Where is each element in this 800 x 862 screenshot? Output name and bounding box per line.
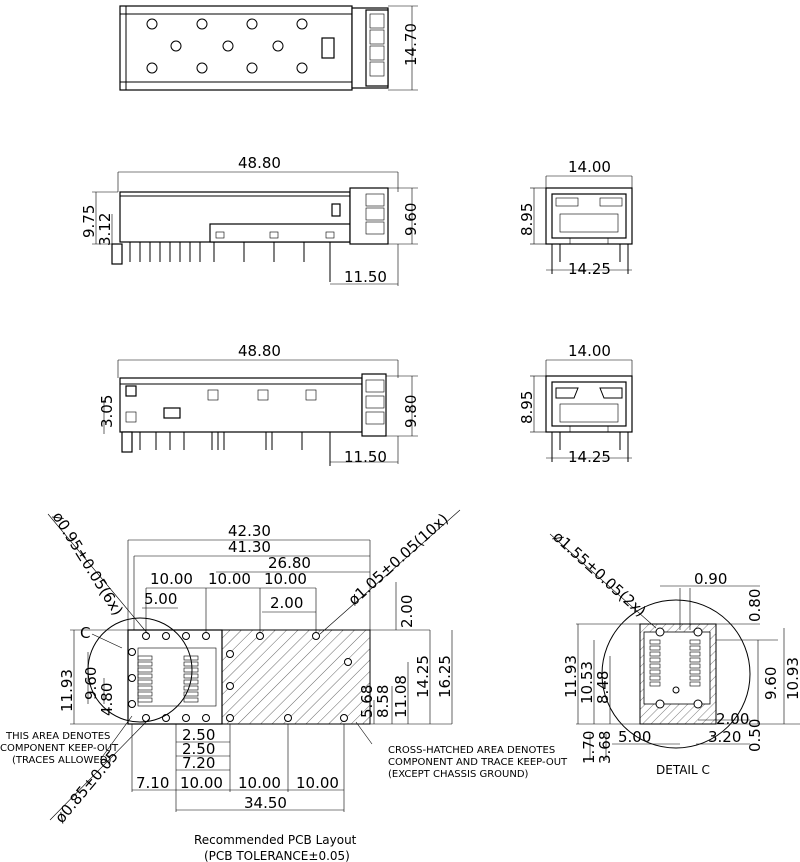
pcb-dim-right-2: 11.08 [392, 675, 410, 718]
pcb-dim-right-3: 14.25 [414, 655, 432, 698]
pcb-dim-5: 5.00 [144, 590, 177, 608]
side2-length-dim: 48.80 [238, 342, 281, 360]
side-view-1: 48.80 9.75 3.12 9.60 [80, 154, 420, 286]
detail-c: ø1.55±0.05(2x) 0.90 0.80 11.93 10.53 8.4… [549, 528, 800, 777]
detail-dim-080: 0.80 [746, 589, 764, 622]
detail-dim-right-1: 10.93 [784, 657, 800, 700]
side2-tail-dim: 11.50 [344, 448, 387, 466]
side1-tail-dim: 11.50 [344, 268, 387, 286]
end1-height-dim: 8.95 [518, 203, 536, 236]
pcb-dim-bottom-2: 10.00 [238, 774, 281, 792]
detail-dim-320: 3.20 [708, 728, 741, 746]
note-right-line-3: (EXCEPT CHASSIS GROUND) [388, 769, 529, 780]
side1-right-height-dim: 9.60 [402, 203, 420, 236]
pcb-dim-bottom-small-1: 2.50 [182, 740, 215, 758]
note-right-line-1: CROSS-HATCHED AREA DENOTES [388, 745, 555, 756]
pcb-dim-bottom-small-0: 2.50 [182, 726, 215, 744]
pcb-dim-bottom-1: 10.00 [180, 774, 223, 792]
pcb-dim-right-1: 8.58 [374, 685, 392, 718]
detail-dim-left-4: 3.68 [596, 731, 614, 764]
pcb-dim-bottom-3: 10.00 [296, 774, 339, 792]
pcb-dim-total-bottom: 34.50 [244, 794, 287, 812]
note-right-line-2: COMPONENT AND TRACE KEEP-OUT [388, 757, 568, 768]
note-left-line-1: THIS AREA DENOTES [5, 731, 110, 742]
end1-top-width-dim: 14.00 [568, 158, 611, 176]
detail-dim-090: 0.90 [694, 570, 727, 588]
side2-low-height-dim: 3.05 [98, 395, 116, 428]
pcb-hole-large: ø1.05±0.05(10x) [345, 510, 452, 609]
end2-bottom-width-dim: 14.25 [568, 448, 611, 466]
side1-low-height-dim: 3.12 [96, 213, 114, 246]
pcb-dim-top-2: 26.80 [268, 554, 311, 572]
detail-dim-left-2: 8.48 [594, 671, 612, 704]
pcb-dim-pitch-2: 10.00 [264, 570, 307, 588]
end-view-1: 14.00 8.95 14.25 [518, 158, 633, 278]
detail-dim-right-0: 9.60 [762, 667, 780, 700]
pcb-caption-line-1: Recommended PCB Layout [194, 833, 357, 847]
pcb-hole-medium: ø0.95±0.05(6x) [49, 509, 127, 619]
detail-dim-left-3: 1.70 [580, 731, 598, 764]
side-view-2: 48.80 3.05 9.80 11.50 [98, 342, 420, 466]
pcb-dim-right-0: 5.68 [358, 685, 376, 718]
detail-title: DETAIL C [656, 763, 710, 777]
end1-bottom-width-dim: 14.25 [568, 260, 611, 278]
pcb-label-c: C [80, 624, 90, 642]
pcb-dim-left-0: 11.93 [58, 669, 76, 712]
top-view-height-dim: 14.70 [402, 23, 420, 66]
end-view-2: 14.00 8.95 14.25 [518, 342, 633, 466]
pcb-dim-right-4: 16.25 [436, 655, 454, 698]
pcb-dim-bottom-0: 7.10 [136, 774, 169, 792]
pcb-dim-2-right: 2.00 [398, 595, 416, 628]
note-left-line-2: COMPONENT KEEP-OUT [0, 743, 119, 754]
pcb-dim-2: 2.00 [270, 594, 303, 612]
pcb-dim-top-0: 42.30 [228, 522, 271, 540]
pcb-dim-top-1: 41.30 [228, 538, 271, 556]
top-view: 14.70 [119, 5, 420, 91]
side2-right-height-dim: 9.80 [402, 395, 420, 428]
pcb-dim-left-2: 4.80 [98, 683, 116, 716]
pcb-dim-bottom-small-2: 7.20 [182, 754, 215, 772]
detail-dim-050: 0.50 [746, 719, 764, 752]
note-left-line-3: (TRACES ALLOWED) [12, 755, 111, 766]
detail-dim-left-1: 10.53 [578, 661, 596, 704]
detail-hole: ø1.55±0.05(2x) [549, 528, 649, 621]
detail-dim-500: 5.00 [618, 728, 651, 746]
pcb-caption-line-2: (PCB TOLERANCE±0.05) [204, 849, 350, 862]
side1-total-height-dim: 9.75 [80, 205, 98, 238]
side1-length-dim: 48.80 [238, 154, 281, 172]
pcb-holes [128, 632, 352, 722]
pcb-pads [137, 655, 199, 703]
pcb-dim-pitch-1: 10.00 [208, 570, 251, 588]
detail-dim-200: 2.00 [716, 710, 749, 728]
detail-dim-left-0: 11.93 [562, 655, 580, 698]
end2-top-width-dim: 14.00 [568, 342, 611, 360]
pcb-dim-pitch-0: 10.00 [150, 570, 193, 588]
end2-height-dim: 8.95 [518, 391, 536, 424]
pcb-layout: 42.30 41.30 26.80 10.00 10.00 10.00 5.00… [0, 509, 568, 862]
pcb-dim-left-1: 9.60 [82, 667, 100, 700]
